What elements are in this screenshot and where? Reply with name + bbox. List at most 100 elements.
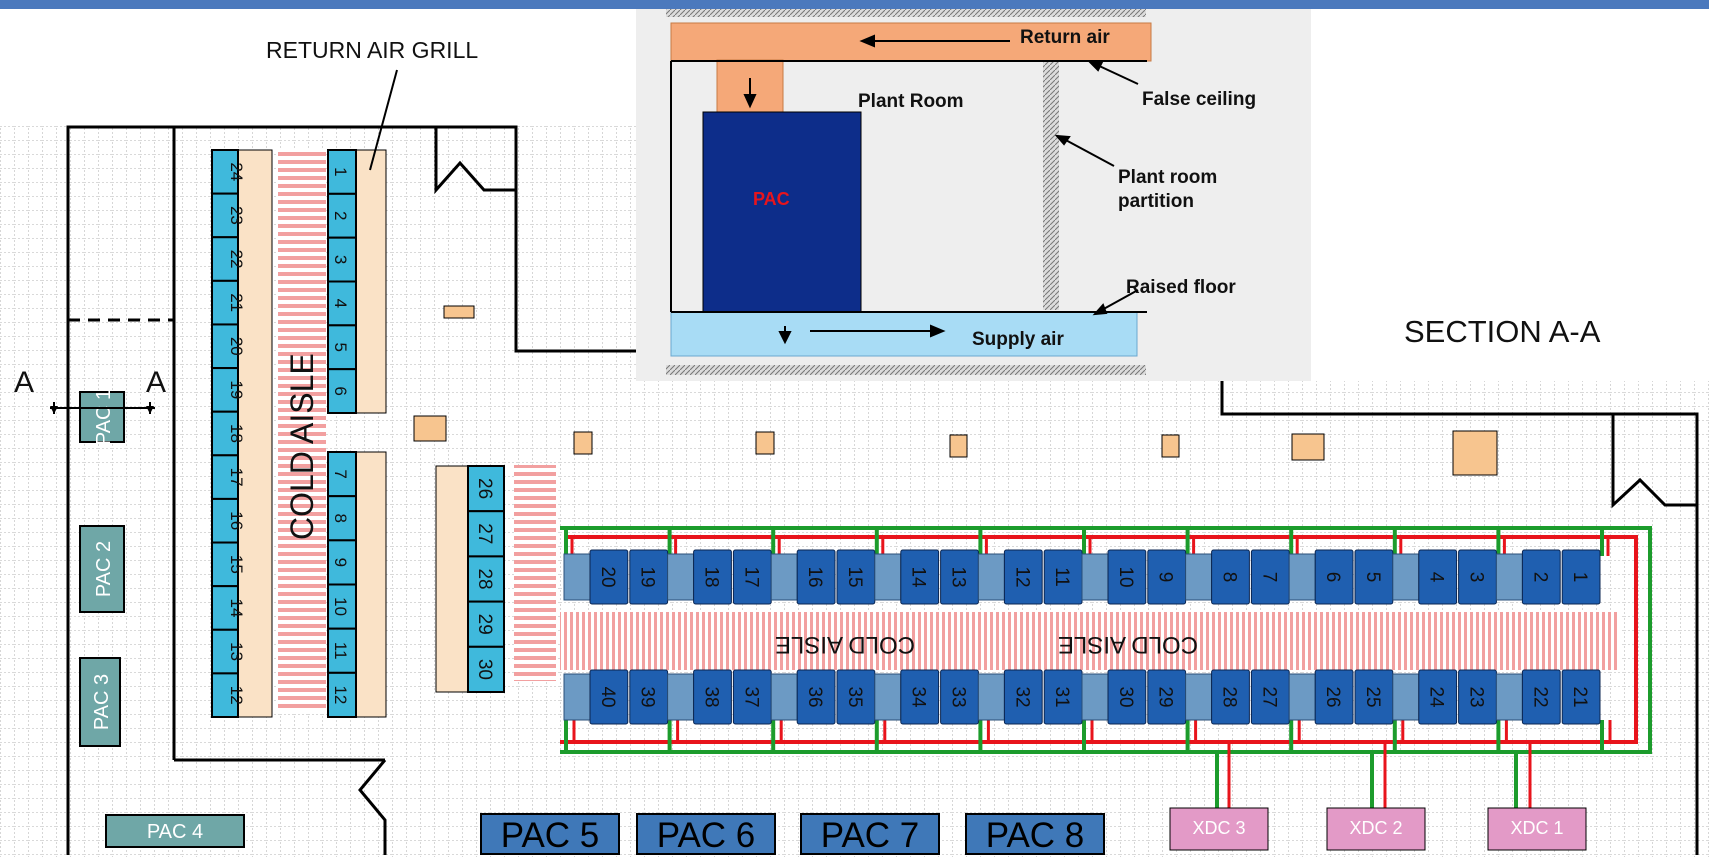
top-rack-16[interactable]: 16 bbox=[770, 549, 836, 605]
header-whitespace bbox=[0, 9, 640, 124]
pac-unit-1[interactable]: PAC 1 bbox=[79, 389, 125, 445]
bottom-rack-40[interactable]: 40 bbox=[563, 669, 629, 725]
left-rack-b-4[interactable]: 4 bbox=[327, 280, 357, 327]
bottom-rack-39[interactable]: 39 bbox=[629, 669, 669, 725]
bottom-rack-24[interactable]: 24 bbox=[1392, 669, 1458, 725]
bottom-rack-38[interactable]: 38 bbox=[667, 669, 732, 725]
rack-label: 9 bbox=[1155, 572, 1176, 583]
left-rack-a-18[interactable]: 18 bbox=[211, 410, 246, 457]
top-rack-4[interactable]: 4 bbox=[1392, 549, 1458, 605]
left-rack-a-21[interactable]: 21 bbox=[211, 279, 246, 326]
left-rack-b-9[interactable]: 9 bbox=[327, 539, 357, 586]
rack-label: 36 bbox=[804, 686, 825, 707]
top-rack-17[interactable]: 17 bbox=[732, 549, 772, 605]
left-rack-a-22[interactable]: 22 bbox=[211, 236, 246, 282]
bottom-rack-33[interactable]: 33 bbox=[940, 669, 979, 725]
top-rack-12[interactable]: 12 bbox=[977, 549, 1043, 605]
left-rack-b-label: 6 bbox=[331, 386, 350, 395]
left-rack-b-label: 10 bbox=[331, 597, 350, 616]
top-rack-7[interactable]: 7 bbox=[1250, 549, 1290, 605]
left-rack-b-1[interactable]: 1 bbox=[327, 149, 357, 195]
top-rack-15[interactable]: 15 bbox=[836, 549, 876, 605]
top-rack-10[interactable]: 10 bbox=[1081, 549, 1147, 605]
pac-unit-6[interactable]: PAC 6 bbox=[636, 813, 776, 855]
xdc-unit-3[interactable]: XDC 3 bbox=[1169, 807, 1269, 851]
left-rack-b-6[interactable]: 6 bbox=[327, 368, 357, 414]
bottom-rack-30[interactable]: 30 bbox=[1081, 669, 1147, 725]
left-rack-b-3[interactable]: 3 bbox=[327, 236, 357, 283]
xdc-unit-label: XDC 1 bbox=[1510, 818, 1563, 838]
top-rack-9[interactable]: 9 bbox=[1147, 549, 1187, 605]
bottom-rack-23[interactable]: 23 bbox=[1458, 669, 1497, 725]
bottom-rack-27[interactable]: 27 bbox=[1250, 669, 1290, 725]
bottom-rack-34[interactable]: 34 bbox=[874, 669, 940, 725]
left-rack-b-8[interactable]: 8 bbox=[327, 495, 357, 542]
left-rack-a-20[interactable]: 20 bbox=[211, 323, 246, 370]
left-rack-a-17[interactable]: 17 bbox=[211, 454, 246, 500]
bottom-rack-31[interactable]: 31 bbox=[1043, 669, 1083, 725]
bottom-rack-25[interactable]: 25 bbox=[1354, 669, 1394, 725]
inset-pac-unit bbox=[702, 111, 862, 313]
top-rack-3[interactable]: 3 bbox=[1458, 549, 1497, 605]
left-return-grill-column-b-bottom bbox=[355, 451, 387, 718]
left-rack-a-23[interactable]: 23 bbox=[211, 192, 246, 239]
left-rack-a-19[interactable]: 19 bbox=[211, 367, 246, 413]
rack-label: 13 bbox=[948, 566, 969, 587]
xdc-units: XDC 3 XDC 2 XDC 1 bbox=[1169, 807, 1587, 851]
rack-label: 14 bbox=[908, 566, 929, 588]
top-rack-8[interactable]: 8 bbox=[1185, 549, 1250, 605]
left-rack-b-7[interactable]: 7 bbox=[327, 451, 357, 498]
section-marker-left: A bbox=[14, 366, 34, 399]
top-rack-20[interactable]: 20 bbox=[563, 549, 629, 605]
pac-unit-7[interactable]: PAC 7 bbox=[800, 813, 940, 855]
left-rack-a-24[interactable]: 24 bbox=[211, 149, 246, 195]
rack-cooler bbox=[1392, 553, 1420, 601]
middle-rack-30[interactable]: 30 bbox=[467, 645, 505, 693]
xdc-unit-1[interactable]: XDC 1 bbox=[1487, 807, 1587, 851]
bottom-rack-21[interactable]: 21 bbox=[1561, 669, 1601, 725]
middle-rack-26[interactable]: 26 bbox=[467, 465, 505, 513]
top-rack-1[interactable]: 1 bbox=[1561, 549, 1601, 605]
left-rack-b-12[interactable]: 12 bbox=[327, 671, 357, 718]
bottom-rack-36[interactable]: 36 bbox=[770, 669, 836, 725]
top-rack-19[interactable]: 19 bbox=[629, 549, 669, 605]
left-rack-b-10[interactable]: 10 bbox=[327, 583, 357, 630]
pac-unit-2[interactable]: PAC 2 bbox=[79, 525, 125, 613]
left-rack-b-11[interactable]: 11 bbox=[327, 627, 357, 674]
top-rack-18[interactable]: 18 bbox=[667, 549, 732, 605]
bottom-rack-37[interactable]: 37 bbox=[732, 669, 772, 725]
bottom-rack-26[interactable]: 26 bbox=[1288, 669, 1354, 725]
middle-rack-29[interactable]: 29 bbox=[467, 600, 505, 648]
pac-unit-8[interactable]: PAC 8 bbox=[965, 813, 1105, 855]
left-rack-a-16[interactable]: 16 bbox=[211, 497, 246, 544]
left-rack-b-2[interactable]: 2 bbox=[327, 192, 357, 239]
rack-label: 10 bbox=[1115, 566, 1136, 587]
left-rack-a-label: 24 bbox=[227, 162, 246, 181]
xdc-unit-2[interactable]: XDC 2 bbox=[1326, 807, 1426, 851]
top-rack-14[interactable]: 14 bbox=[874, 549, 940, 605]
left-rack-a-label: 23 bbox=[227, 206, 246, 225]
top-rack-6[interactable]: 6 bbox=[1288, 549, 1354, 605]
pac-unit-3[interactable]: PAC 3 bbox=[79, 657, 121, 747]
top-rack-11[interactable]: 11 bbox=[1043, 549, 1083, 605]
pac-unit-label: PAC 6 bbox=[657, 816, 756, 855]
inset-supply-air-label: Supply air bbox=[972, 329, 1064, 350]
rack-label: 28 bbox=[1219, 686, 1240, 707]
middle-rack-28[interactable]: 28 bbox=[467, 555, 505, 603]
bottom-rack-28[interactable]: 28 bbox=[1185, 669, 1250, 725]
bottom-rack-35[interactable]: 35 bbox=[836, 669, 876, 725]
left-rack-a-12[interactable]: 12 bbox=[211, 672, 246, 719]
bottom-rack-29[interactable]: 29 bbox=[1147, 669, 1187, 725]
pac-unit-4[interactable]: PAC 4 bbox=[105, 814, 245, 848]
top-rack-13[interactable]: 13 bbox=[940, 549, 979, 605]
top-rack-2[interactable]: 2 bbox=[1495, 549, 1561, 605]
bottom-rack-22[interactable]: 22 bbox=[1495, 669, 1561, 725]
bottom-rack-32[interactable]: 32 bbox=[977, 669, 1043, 725]
left-rack-b-5[interactable]: 5 bbox=[327, 324, 357, 371]
pac-unit-5[interactable]: PAC 5 bbox=[480, 813, 620, 855]
top-rack-5[interactable]: 5 bbox=[1354, 549, 1394, 605]
middle-rack-27[interactable]: 27 bbox=[467, 510, 505, 558]
rack-cooler bbox=[1081, 553, 1109, 601]
rack-label: 17 bbox=[740, 566, 761, 587]
rack-label: 8 bbox=[1219, 572, 1240, 583]
